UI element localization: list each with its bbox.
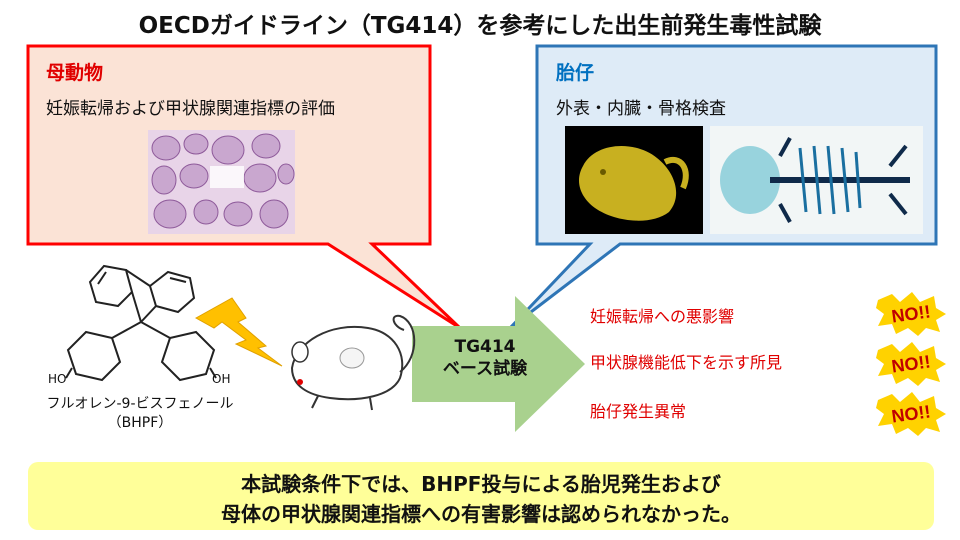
test-arrow-line2: ベース試験: [442, 359, 528, 379]
chemical-abbrev: （BHPF）: [107, 415, 173, 431]
conclusion-line1: 本試験条件下では、BHPF投与による胎児発生および: [241, 472, 721, 496]
chem-oh-right: OH: [212, 372, 231, 386]
fetus-subtitle: 外表・内臓・骨格検査: [556, 99, 726, 119]
fetus-heading: 胎仔: [556, 62, 595, 84]
no-badge-icon: NO!!: [876, 292, 946, 336]
fetus-photo: [565, 126, 703, 234]
chem-ho-left: HO: [48, 372, 67, 386]
page-title: OECDガイドライン（TG414）を参考にした出生前発生毒性試験: [138, 13, 822, 39]
conclusion-line2: 母体の甲状腺関連指標への有害影響は認められなかった。: [221, 502, 741, 526]
result-item-thyroid: 甲状腺機能低下を示す所見: [590, 353, 783, 372]
fetus-skeleton-photo: [710, 126, 923, 234]
mother-subtitle: 妊娠転帰および甲状腺関連指標の評価: [46, 99, 335, 119]
chemical-name: フルオレン-9-ビスフェノール: [46, 396, 234, 412]
thyroid-histology-image: [148, 130, 295, 234]
bhpf-structure: [65, 264, 217, 382]
test-arrow-shape: [412, 296, 585, 432]
result-item-pregnancy: 妊娠転帰への悪影響: [590, 307, 735, 326]
no-badge-icon: NO!!: [876, 392, 946, 436]
result-item-fetal: 胎仔発生異常: [590, 402, 687, 421]
test-arrow-line1: TG414: [454, 337, 516, 357]
rat-illustration: [290, 314, 416, 411]
test-arrow-label: TG414 ベース試験: [415, 336, 555, 380]
lightning-icon: [194, 297, 283, 367]
mother-heading: 母動物: [46, 62, 104, 84]
conclusion-box: 本試験条件下では、BHPF投与による胎児発生および 母体の甲状腺関連指標への有害…: [28, 462, 934, 530]
no-badge-icon: NO!!: [876, 342, 946, 386]
